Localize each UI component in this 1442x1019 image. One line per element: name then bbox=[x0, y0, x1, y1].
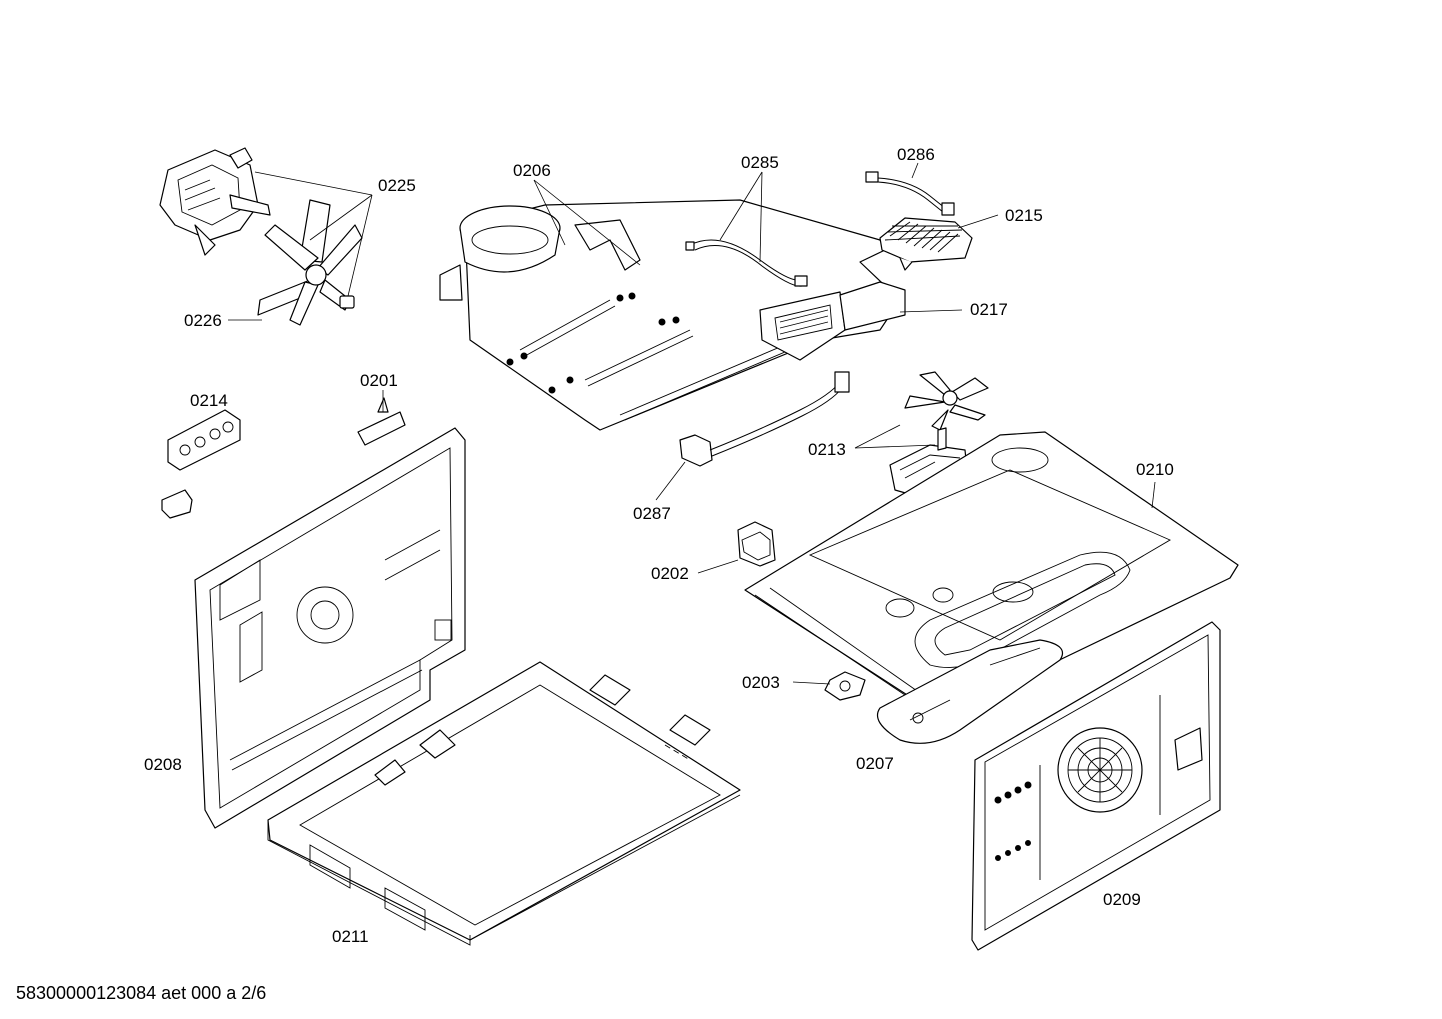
rear-panel bbox=[971, 621, 1221, 951]
leader-lines bbox=[228, 162, 1156, 685]
label-0208: 0208 bbox=[144, 755, 182, 774]
terminal-block bbox=[161, 409, 241, 519]
cable-0287 bbox=[679, 371, 850, 467]
label-0210: 0210 bbox=[1136, 460, 1174, 479]
clip-0203 bbox=[824, 671, 866, 701]
label-0225: 0225 bbox=[378, 176, 416, 195]
label-0202: 0202 bbox=[651, 564, 689, 583]
label-0211: 0211 bbox=[332, 927, 369, 946]
label-0207: 0207 bbox=[856, 754, 894, 773]
fan-blade bbox=[257, 199, 363, 326]
label-0213: 0213 bbox=[808, 440, 846, 459]
label-0285: 0285 bbox=[741, 153, 779, 172]
fan-motor-assembly bbox=[159, 147, 271, 256]
air-duct-plate bbox=[439, 199, 906, 431]
side-panel bbox=[194, 427, 466, 829]
heatsink-module bbox=[879, 217, 973, 271]
label-0287: 0287 bbox=[633, 504, 671, 523]
label-0209: 0209 bbox=[1103, 890, 1141, 909]
bottom-tray bbox=[267, 661, 741, 946]
cable-0286 bbox=[865, 171, 955, 216]
connector-0201 bbox=[357, 397, 406, 446]
label-0215: 0215 bbox=[1005, 206, 1043, 225]
label-0217: 0217 bbox=[970, 300, 1008, 319]
plate-0207 bbox=[876, 639, 1064, 744]
part-labels: 0225 0226 0206 0285 0286 0215 0217 0214 … bbox=[144, 145, 1174, 946]
label-0203: 0203 bbox=[742, 673, 780, 692]
label-0206: 0206 bbox=[513, 161, 551, 180]
label-0201: 0201 bbox=[360, 371, 398, 390]
label-0226: 0226 bbox=[184, 311, 222, 330]
label-0214: 0214 bbox=[190, 391, 228, 410]
bracket-0202 bbox=[737, 521, 776, 567]
label-0286: 0286 bbox=[897, 145, 935, 164]
document-id-footer: 58300000123084 aet 000 a 2/6 bbox=[16, 983, 266, 1003]
